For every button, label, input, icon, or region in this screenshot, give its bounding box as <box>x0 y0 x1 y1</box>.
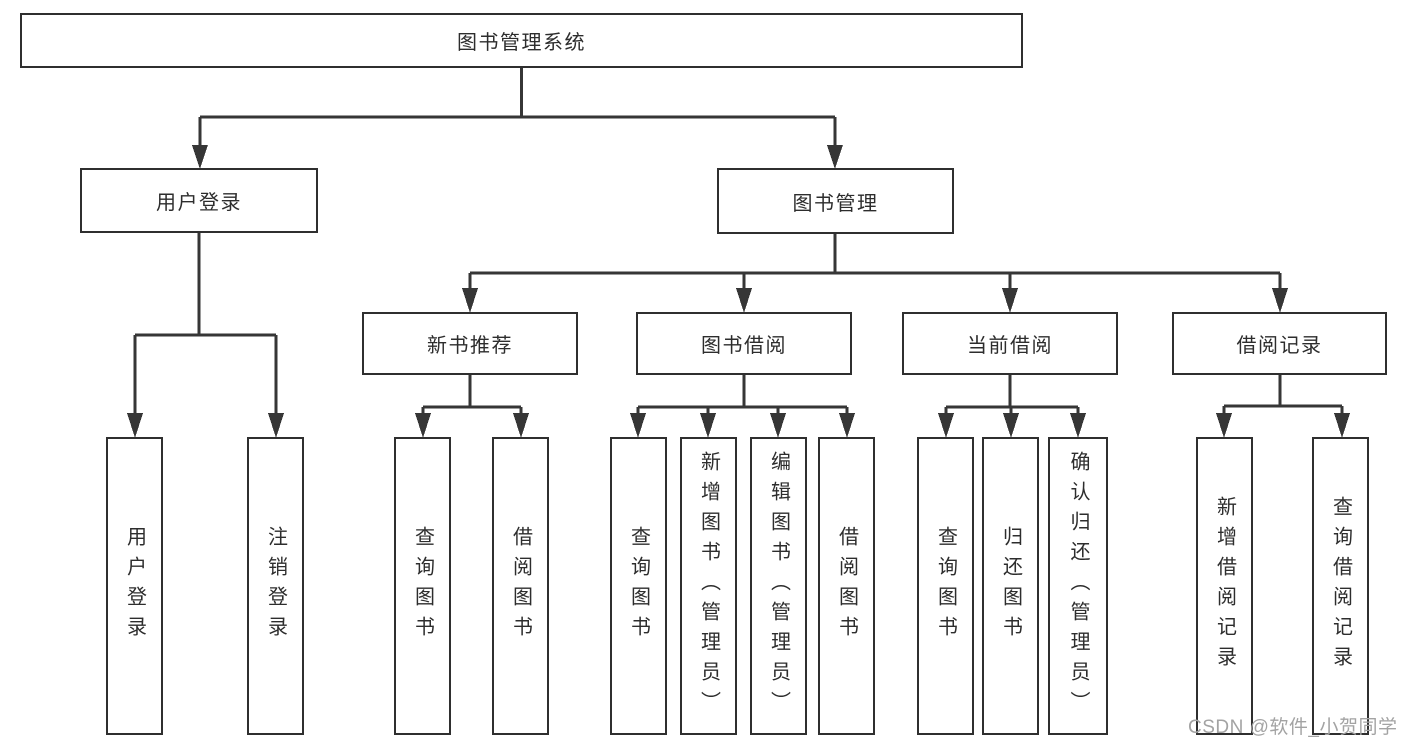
leaf-records-query-record-label: 查询借阅记录 <box>1329 496 1352 676</box>
leaf-current-return-books-label: 归还图书 <box>999 526 1022 646</box>
node-user-login-label: 用户登录 <box>156 192 242 214</box>
edge-root-to-level2 <box>192 68 843 169</box>
leaf-recommend-borrow-books-label: 借阅图书 <box>509 526 532 646</box>
node-book-management: 图书管理 <box>717 168 954 234</box>
leaf-recommend-query-books: 查询图书 <box>394 437 451 735</box>
node-current-borrowing-label: 当前借阅 <box>967 335 1053 357</box>
leaf-current-return-books: 归还图书 <box>982 437 1039 735</box>
leaf-current-query-books: 查询图书 <box>917 437 974 735</box>
node-borrowing-records-label: 借阅记录 <box>1236 335 1323 357</box>
node-library-system-label: 图书管理系统 <box>457 32 586 54</box>
edge-records-to-leaves <box>1216 375 1350 438</box>
leaf-borrowing-edit-books-admin-label: 编辑图书（管理员） <box>767 451 790 721</box>
leaf-user-login: 用户登录 <box>106 437 163 735</box>
leaf-borrowing-add-books-admin-label: 新增图书（管理员） <box>697 451 720 721</box>
leaf-records-query-record: 查询借阅记录 <box>1312 437 1369 735</box>
node-current-borrowing: 当前借阅 <box>902 312 1118 375</box>
leaf-borrowing-borrow-books: 借阅图书 <box>818 437 875 735</box>
node-new-book-recommendation-label: 新书推荐 <box>427 335 513 357</box>
leaf-current-confirm-return-admin-label: 确认归还（管理员） <box>1067 451 1089 721</box>
leaf-borrowing-edit-books-admin: 编辑图书（管理员） <box>750 437 807 735</box>
edge-management-to-level3 <box>462 234 1288 313</box>
leaf-borrowing-borrow-books-label: 借阅图书 <box>835 526 858 646</box>
edge-user-login-to-leaves <box>127 233 284 438</box>
edge-borrowing-to-leaves <box>630 375 855 438</box>
leaf-borrowing-add-books-admin: 新增图书（管理员） <box>680 437 737 735</box>
leaf-current-query-books-label: 查询图书 <box>934 526 957 646</box>
leaf-logout: 注销登录 <box>247 437 304 735</box>
node-book-management-label: 图书管理 <box>792 192 879 215</box>
node-borrowing-records: 借阅记录 <box>1172 312 1387 375</box>
leaf-borrowing-query-books-label: 查询图书 <box>627 526 650 646</box>
node-book-borrowing-label: 图书借阅 <box>701 335 787 357</box>
leaf-records-add-record-label: 新增借阅记录 <box>1213 496 1236 676</box>
leaf-current-confirm-return-admin: 确认归还（管理员） <box>1048 437 1108 735</box>
node-user-login: 用户登录 <box>80 168 318 233</box>
leaf-records-add-record: 新增借阅记录 <box>1196 437 1253 735</box>
node-book-borrowing: 图书借阅 <box>636 312 852 375</box>
leaf-logout-label: 注销登录 <box>264 526 287 646</box>
leaf-borrowing-query-books: 查询图书 <box>610 437 667 735</box>
node-library-system: 图书管理系统 <box>20 13 1023 68</box>
edge-recommendation-to-leaves <box>415 375 529 438</box>
leaf-recommend-borrow-books: 借阅图书 <box>492 437 549 735</box>
watermark: CSDN @软件_小贺同学 <box>1188 717 1398 738</box>
leaf-recommend-query-books-label: 查询图书 <box>411 526 434 646</box>
edge-current-to-leaves <box>938 375 1086 438</box>
node-new-book-recommendation: 新书推荐 <box>362 312 578 375</box>
leaf-user-login-label: 用户登录 <box>123 526 146 646</box>
